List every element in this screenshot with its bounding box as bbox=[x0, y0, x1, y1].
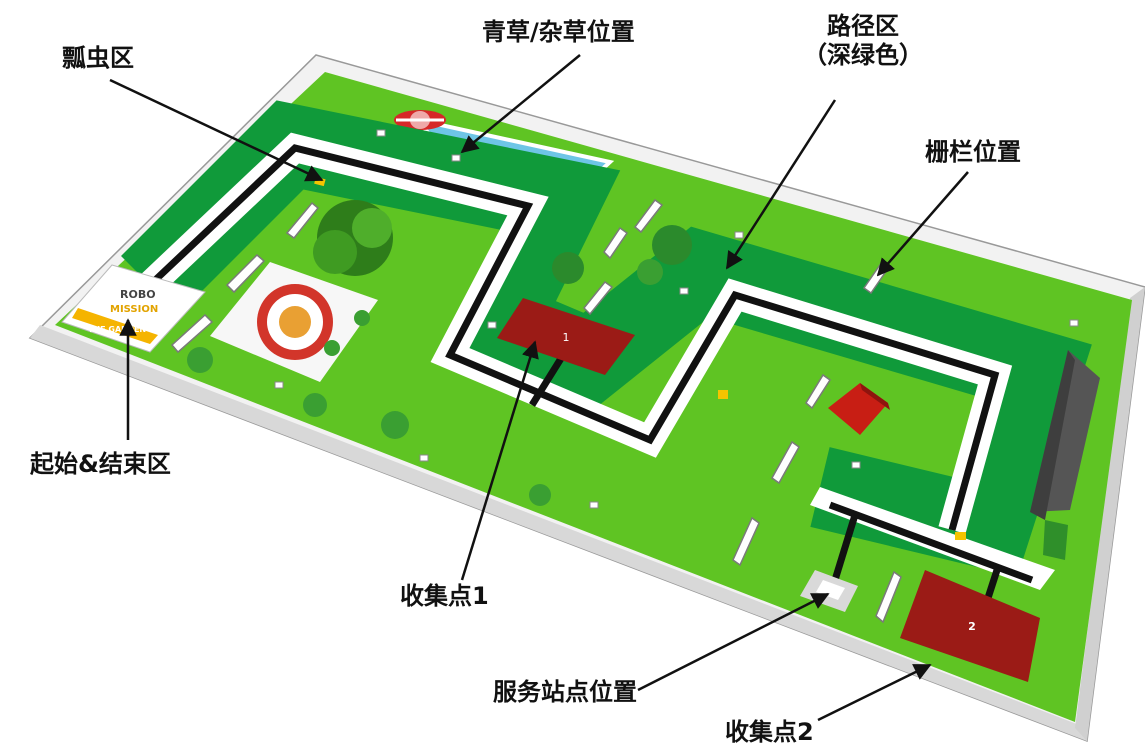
label-collection-point-1: 收集点1 bbox=[400, 582, 489, 610]
label-grass-weed-position: 青草/杂草位置 bbox=[482, 18, 635, 46]
line-track bbox=[147, 144, 1000, 531]
plant-icon bbox=[187, 225, 692, 506]
label-fence-position: 栅栏位置 bbox=[925, 138, 1021, 166]
line-branch-1 bbox=[529, 350, 568, 407]
collection-area-1: 1 bbox=[497, 298, 635, 375]
umbrella-icon bbox=[394, 110, 446, 130]
weed-marker-set bbox=[274, 129, 1079, 509]
label-path-zone: 路径区 （深绿色） bbox=[788, 12, 938, 70]
label-collection-point-2: 收集点2 bbox=[725, 718, 814, 746]
board-wall-front bbox=[30, 325, 1087, 741]
label-start-end-zone: 起始&结束区 bbox=[30, 450, 171, 478]
start-end-panel: ROBO MISSION THE GARDEN bbox=[61, 264, 206, 353]
arrow-service-station bbox=[637, 592, 830, 692]
arrow-collection-2 bbox=[817, 663, 932, 722]
line-branch-3 bbox=[831, 513, 859, 582]
collection-area-2: 2 bbox=[900, 570, 1040, 682]
arrow-path-zone bbox=[725, 99, 837, 270]
callout-arrows bbox=[109, 54, 969, 722]
label-path-zone-sub: （深绿色） bbox=[803, 40, 923, 69]
start-panel-line-3: THE GARDEN bbox=[88, 325, 146, 334]
line-branch-4 bbox=[984, 565, 1002, 600]
arrow-ladybug bbox=[109, 78, 324, 182]
label-ladybug-zone: 瓢虫区 bbox=[62, 44, 134, 72]
collection-area-1-number: 1 bbox=[563, 331, 570, 344]
arrow-weed bbox=[460, 54, 581, 154]
tree-icon bbox=[313, 200, 393, 276]
arrow-fence bbox=[876, 171, 969, 277]
board-wall-right bbox=[1075, 287, 1145, 741]
service-station bbox=[800, 570, 858, 612]
collection-area-2-number: 2 bbox=[968, 620, 976, 633]
label-service-station: 服务站点位置 bbox=[493, 678, 637, 706]
label-path-zone-title: 路径区 bbox=[827, 12, 899, 40]
garage-roof-icon bbox=[1030, 350, 1100, 560]
arrow-collection-1 bbox=[460, 340, 539, 581]
red-house-icon bbox=[828, 383, 890, 435]
start-panel-line-2: MISSION bbox=[110, 304, 158, 315]
start-panel-line-1: ROBO bbox=[120, 288, 156, 301]
